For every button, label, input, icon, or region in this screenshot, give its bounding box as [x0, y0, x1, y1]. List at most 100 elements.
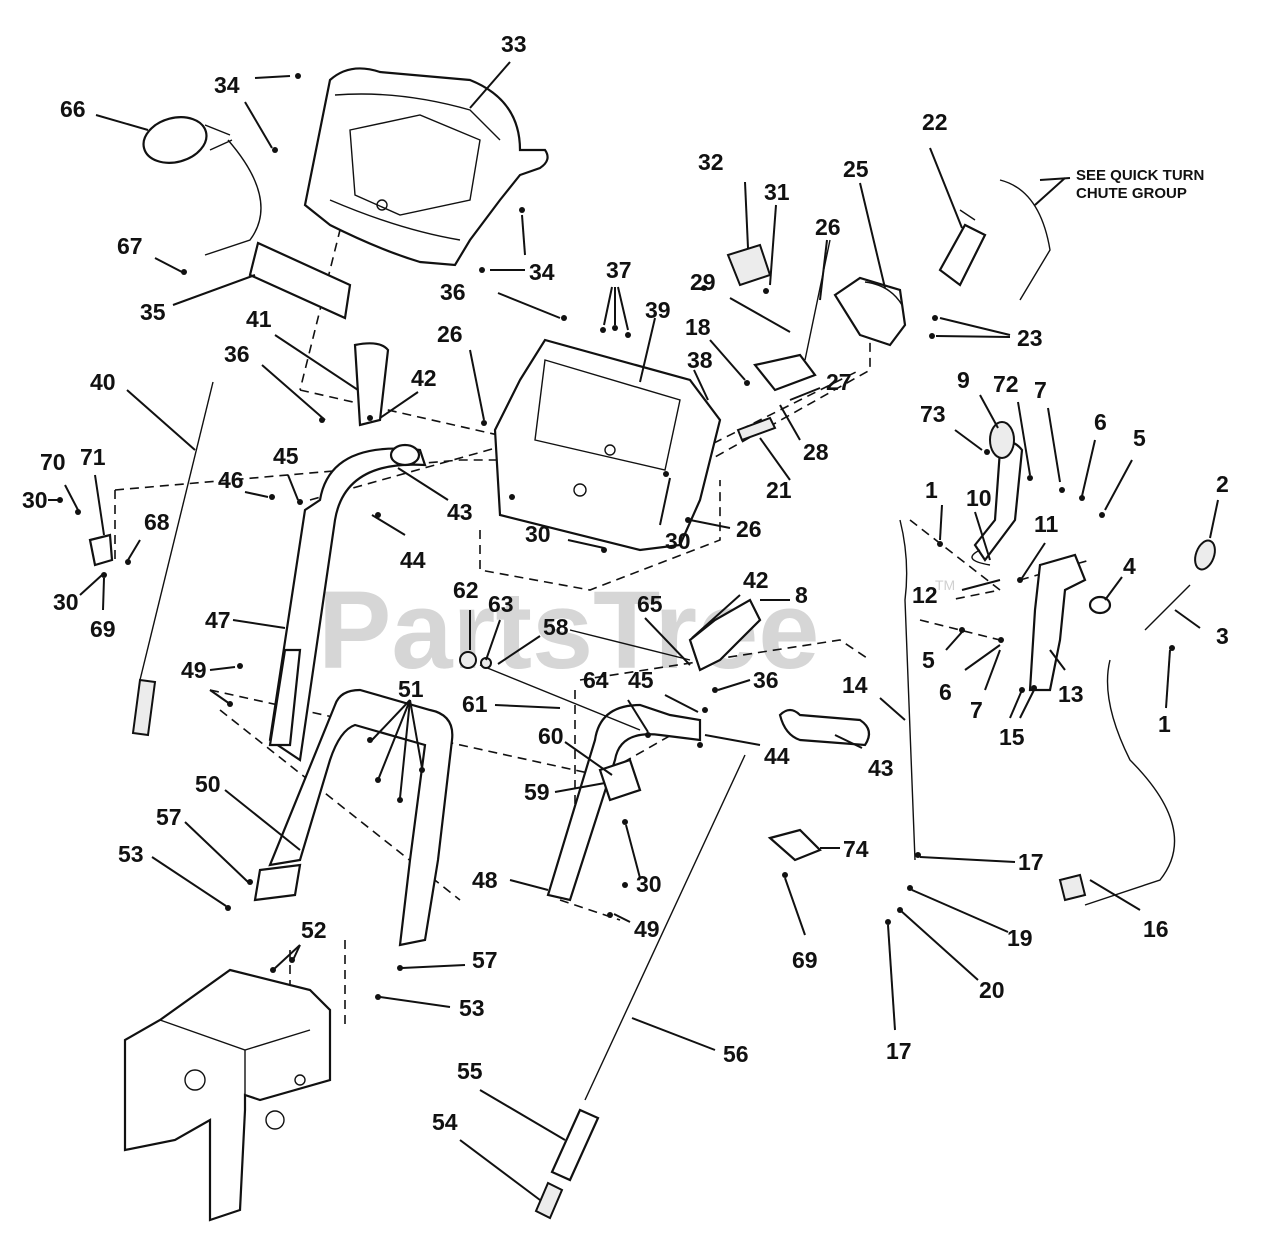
clip-74 — [767, 828, 822, 862]
callout-42: 42 — [411, 365, 437, 391]
callout-71: 71 — [80, 444, 106, 470]
callout-69: 69 — [792, 947, 818, 973]
callout-42: 42 — [743, 567, 769, 593]
callout-19: 19 — [1007, 925, 1033, 951]
callout-73: 73 — [920, 401, 946, 427]
callout-6: 6 — [939, 679, 952, 705]
callout-66: 66 — [60, 96, 86, 122]
console-housing — [303, 67, 549, 267]
callout-1: 1 — [1158, 711, 1171, 737]
callout-43: 43 — [868, 755, 894, 781]
rod-sleeve — [550, 1108, 600, 1182]
console-pad — [248, 241, 352, 320]
chute-rod — [804, 239, 831, 361]
callout-52: 52 — [301, 917, 327, 943]
callout-59: 59 — [524, 779, 550, 805]
callout-13: 13 — [1058, 681, 1084, 707]
callout-58: 58 — [543, 614, 569, 640]
chute-group-note: SEE QUICK TURN CHUTE GROUP — [1039, 167, 1204, 202]
callout-36: 36 — [753, 667, 779, 693]
fasteners — [57, 73, 1175, 1000]
control-lever — [268, 648, 302, 747]
callout-34: 34 — [214, 72, 240, 98]
callout-53: 53 — [459, 995, 485, 1021]
callout-25: 25 — [843, 156, 869, 182]
callout-22: 22 — [922, 109, 948, 135]
callout-37: 37 — [606, 257, 632, 283]
shift-assembly — [899, 421, 1216, 906]
callout-28: 28 — [803, 439, 829, 465]
callout-69: 69 — [90, 616, 116, 642]
callout-51: 51 — [398, 676, 424, 702]
nut — [459, 651, 477, 669]
callout-47: 47 — [205, 607, 231, 633]
callout-74: 74 — [843, 836, 869, 862]
callout-12: 12 — [912, 582, 938, 608]
callout-48: 48 — [472, 867, 498, 893]
callout-34: 34 — [529, 259, 555, 285]
lower-handle-right — [546, 703, 702, 902]
callout-53: 53 — [118, 841, 144, 867]
headlight — [142, 116, 262, 256]
callout-17: 17 — [1018, 849, 1044, 875]
callout-3: 3 — [1216, 623, 1229, 649]
lever-plate — [688, 598, 762, 672]
callout-36: 36 — [440, 279, 466, 305]
callout-60: 60 — [538, 723, 564, 749]
callout-44: 44 — [400, 547, 426, 573]
callout-16: 16 — [1143, 916, 1169, 942]
callout-9: 9 — [957, 367, 970, 393]
pivot-bracket — [753, 353, 817, 392]
callout-29: 29 — [690, 269, 716, 295]
callout-30: 30 — [22, 487, 48, 513]
callout-30: 30 — [665, 528, 691, 554]
callout-54: 54 — [432, 1109, 458, 1135]
chute-control-bracket — [833, 179, 1051, 347]
callout-11: 11 — [1034, 511, 1059, 537]
cable — [131, 381, 214, 737]
callout-56: 56 — [723, 1041, 749, 1067]
lower-handle-left — [253, 688, 454, 947]
callout-20: 20 — [979, 977, 1005, 1003]
callout-67: 67 — [117, 233, 143, 259]
callout-64: 64 — [583, 667, 609, 693]
right-grip — [778, 708, 871, 747]
callout-43: 43 — [447, 499, 473, 525]
left-upper-handle — [268, 342, 427, 762]
note-line-1: SEE QUICK TURN — [1076, 167, 1204, 184]
long-rod — [584, 754, 746, 1101]
callout-27: 27 — [826, 369, 852, 395]
transmission-housing — [123, 968, 332, 1222]
callout-68: 68 — [144, 509, 170, 535]
small-bracket — [88, 533, 114, 567]
callout-62: 62 — [453, 577, 479, 603]
callout-5: 5 — [1133, 425, 1146, 451]
leader-lines — [48, 61, 1219, 1201]
callout-35: 35 — [140, 299, 166, 325]
callout-4: 4 — [1123, 553, 1136, 579]
callout-32: 32 — [698, 149, 724, 175]
callout-1: 1 — [925, 477, 938, 503]
callout-14: 14 — [842, 672, 868, 698]
callout-8: 8 — [795, 582, 808, 608]
callout-7: 7 — [970, 697, 983, 723]
callout-61: 61 — [462, 691, 488, 717]
callout-39: 39 — [645, 297, 671, 323]
callout-30: 30 — [525, 521, 551, 547]
chute-knob — [726, 243, 772, 287]
spring — [736, 416, 777, 442]
callout-38: 38 — [687, 347, 713, 373]
callout-36: 36 — [224, 341, 250, 367]
callout-70: 70 — [40, 449, 66, 475]
callout-17: 17 — [886, 1038, 912, 1064]
callout-63: 63 — [488, 591, 514, 617]
rod-clevis — [534, 1181, 564, 1220]
callout-18: 18 — [685, 314, 711, 340]
callout-49: 49 — [181, 657, 207, 683]
callout-5: 5 — [922, 647, 935, 673]
callout-46: 46 — [218, 467, 244, 493]
callout-55: 55 — [457, 1058, 483, 1084]
callout-31: 31 — [764, 179, 790, 205]
callout-45: 45 — [273, 443, 299, 469]
